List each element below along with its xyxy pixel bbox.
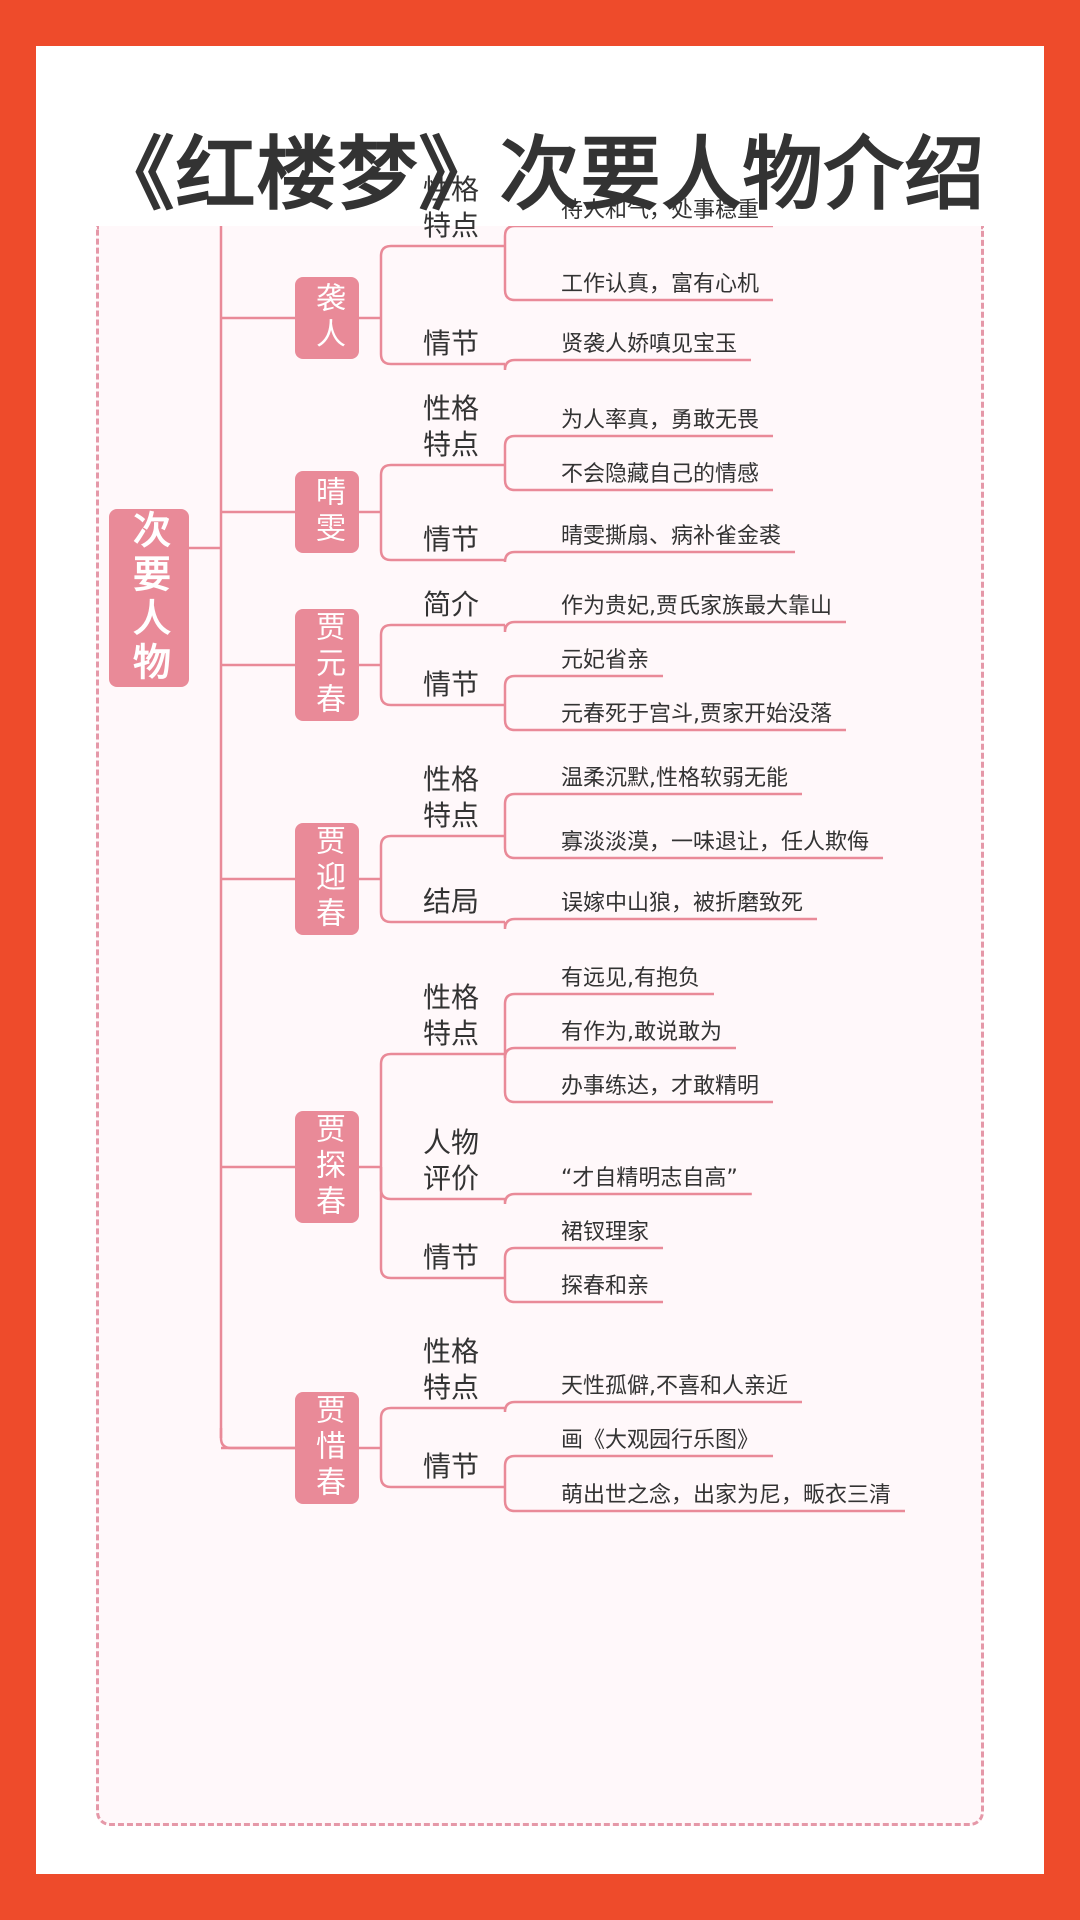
mind-map-panel: 次要人物 袭人性格 特点待人和气，处事稳重工作认真，富有心机情节贤袭人娇嗔见宝玉… bbox=[96, 173, 984, 1826]
branch-label: 情节 bbox=[423, 668, 480, 701]
branch-label: 人物 评价 bbox=[423, 1126, 480, 1195]
leaf-text: “才自精明志自高” bbox=[561, 1166, 738, 1191]
leaf-connector bbox=[503, 1278, 664, 1304]
branch-connector bbox=[379, 244, 505, 318]
character-node: 贾迎春 bbox=[295, 823, 359, 935]
branch-connector bbox=[379, 318, 505, 366]
branch-connector bbox=[379, 1406, 505, 1448]
leaf-text: 温柔沉默,性格软弱无能 bbox=[561, 766, 788, 791]
leaf-connector bbox=[503, 620, 846, 633]
leaf-text: 寡淡淡漠，一味退让，任人欺侮 bbox=[561, 830, 870, 855]
leaf-connector bbox=[503, 1454, 774, 1487]
leaf-text: 不会隐藏自己的情感 bbox=[561, 462, 760, 487]
leaf-connector bbox=[503, 550, 796, 563]
leaf-text: 工作认真，富有心机 bbox=[561, 272, 760, 297]
root-node-label: 次要人物 bbox=[126, 510, 171, 686]
leaf-connector bbox=[503, 792, 802, 836]
branch-connector bbox=[379, 879, 505, 924]
leaf-text: 萌出世之念，出家为尼，畈衣三清 bbox=[561, 1483, 892, 1508]
poster-card: 《红楼梦》次要人物介绍 次要人物 袭人性格 特点待人和气，处事稳重工作认真，富有… bbox=[36, 46, 1044, 1874]
connector-lines bbox=[189, 226, 905, 1513]
branch-label: 情节 bbox=[423, 1450, 480, 1483]
leaf-connector bbox=[503, 705, 846, 732]
leaf-connector bbox=[503, 1400, 802, 1413]
leaf-text: 探春和亲 bbox=[561, 1274, 650, 1299]
character-node: 晴雯 bbox=[295, 471, 359, 553]
leaf-text: 误嫁中山狼，被折磨致死 bbox=[561, 891, 804, 916]
leaf-connector bbox=[503, 1246, 664, 1278]
leaf-text: 元春死于宫斗,贾家开始没落 bbox=[561, 702, 832, 727]
leaf-text: 天性孤僻,不喜和人亲近 bbox=[561, 1374, 788, 1399]
character-node: 贾元春 bbox=[295, 609, 359, 721]
leaf-text: 裙钗理家 bbox=[561, 1220, 650, 1245]
leaf-text: 办事练达，才敢精明 bbox=[561, 1074, 760, 1099]
character-name: 贾元春 bbox=[310, 611, 345, 719]
leaf-text: 贤袭人娇嗔见宝玉 bbox=[561, 332, 738, 357]
branch-connector bbox=[379, 512, 505, 562]
leaf-connector bbox=[503, 917, 818, 930]
leaf-connector bbox=[503, 1054, 774, 1104]
leaf-text: 晴雯撕扇、病补雀金裘 bbox=[561, 524, 782, 549]
page-title: 《红楼梦》次要人物介绍 bbox=[94, 128, 986, 221]
branch-label: 情节 bbox=[423, 523, 480, 556]
branch-label: 情节 bbox=[423, 327, 480, 360]
character-name: 贾迎春 bbox=[310, 825, 345, 933]
leaf-text: 有远见,有抱负 bbox=[561, 966, 700, 991]
branch-label: 性格 特点 bbox=[423, 1335, 480, 1404]
leaf-connector bbox=[503, 434, 774, 465]
leaf-text: 有作为,敢说敢为 bbox=[561, 1020, 722, 1045]
character-connector bbox=[219, 1428, 295, 1450]
branch-connector bbox=[379, 1167, 505, 1280]
leaf-connector bbox=[503, 465, 774, 492]
branch-label: 性格 特点 bbox=[423, 392, 480, 461]
leaf-connector bbox=[503, 246, 774, 302]
leaf-connector bbox=[503, 992, 714, 1054]
branch-label: 简介 bbox=[423, 588, 480, 621]
leaf-connector bbox=[503, 674, 664, 705]
leaf-text: 作为贵妃,贾氏家族最大靠山 bbox=[561, 594, 832, 619]
leaf-text: 元妃省亲 bbox=[561, 648, 650, 673]
character-name: 贾惜春 bbox=[310, 1394, 345, 1502]
branch-label: 性格 特点 bbox=[423, 763, 480, 832]
character-node: 贾探春 bbox=[295, 1111, 359, 1223]
branch-connector bbox=[379, 463, 505, 512]
character-name: 晴雯 bbox=[310, 476, 345, 548]
branch-label: 性格 特点 bbox=[423, 173, 480, 242]
leaf-connector bbox=[503, 358, 752, 371]
branch-label: 性格 特点 bbox=[423, 981, 480, 1050]
branch-connector bbox=[379, 834, 505, 879]
character-name: 袭人 bbox=[310, 282, 345, 354]
character-node: 贾惜春 bbox=[295, 1392, 359, 1504]
branch-connector bbox=[379, 623, 505, 665]
branch-connector bbox=[379, 665, 505, 707]
root-node: 次要人物 bbox=[109, 509, 189, 687]
branch-label: 结局 bbox=[423, 885, 480, 918]
character-node: 袭人 bbox=[295, 277, 359, 359]
leaf-connector bbox=[503, 1046, 736, 1059]
branch-label: 情节 bbox=[423, 1241, 480, 1274]
leaf-connector bbox=[503, 836, 884, 860]
leaf-connector bbox=[503, 1192, 752, 1205]
branch-connector bbox=[379, 1052, 505, 1167]
leaf-text: 为人率真，勇敢无畏 bbox=[561, 408, 760, 433]
leaf-text: 画《大观园行乐图》 bbox=[561, 1428, 760, 1453]
character-name: 贾探春 bbox=[310, 1113, 345, 1221]
leaf-connector bbox=[503, 226, 774, 246]
leaf-text: 待人和气，处事稳重 bbox=[561, 198, 760, 223]
leaf-connector bbox=[503, 1487, 905, 1513]
branch-connector bbox=[379, 1448, 505, 1489]
